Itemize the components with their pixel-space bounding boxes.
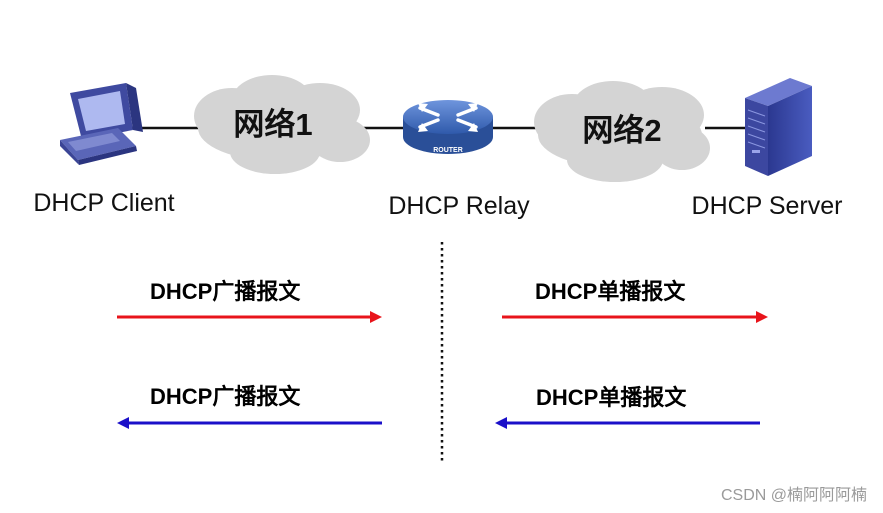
client-label: DHCP Client: [33, 189, 174, 217]
cloud-icon: [194, 75, 370, 174]
arrow-unicast-to-relay: [495, 417, 760, 429]
relay-label: DHCP Relay: [388, 192, 530, 220]
msg-right-top-label: DHCP单播报文: [535, 279, 686, 304]
msg-right-bottom-label: DHCP单播报文: [536, 385, 687, 410]
server-label: DHCP Server: [692, 192, 843, 220]
router-icon: ROUTER: [403, 100, 493, 154]
network2-label: 网络2: [582, 113, 661, 148]
cloud-icon: [534, 81, 710, 182]
arrow-unicast-to-server: [502, 311, 768, 323]
msg-left-bottom-label: DHCP广播报文: [150, 384, 301, 409]
router-badge: ROUTER: [433, 147, 463, 154]
watermark: CSDN @楠阿阿阿楠: [721, 486, 867, 504]
arrow-broadcast-to-relay: [117, 311, 382, 323]
desktop-computer-icon: [60, 83, 143, 165]
arrow-broadcast-to-client: [117, 417, 382, 429]
msg-left-top-label: DHCP广播报文: [150, 279, 301, 304]
tower-server-icon: [745, 78, 812, 176]
network1-label: 网络1: [233, 107, 312, 142]
